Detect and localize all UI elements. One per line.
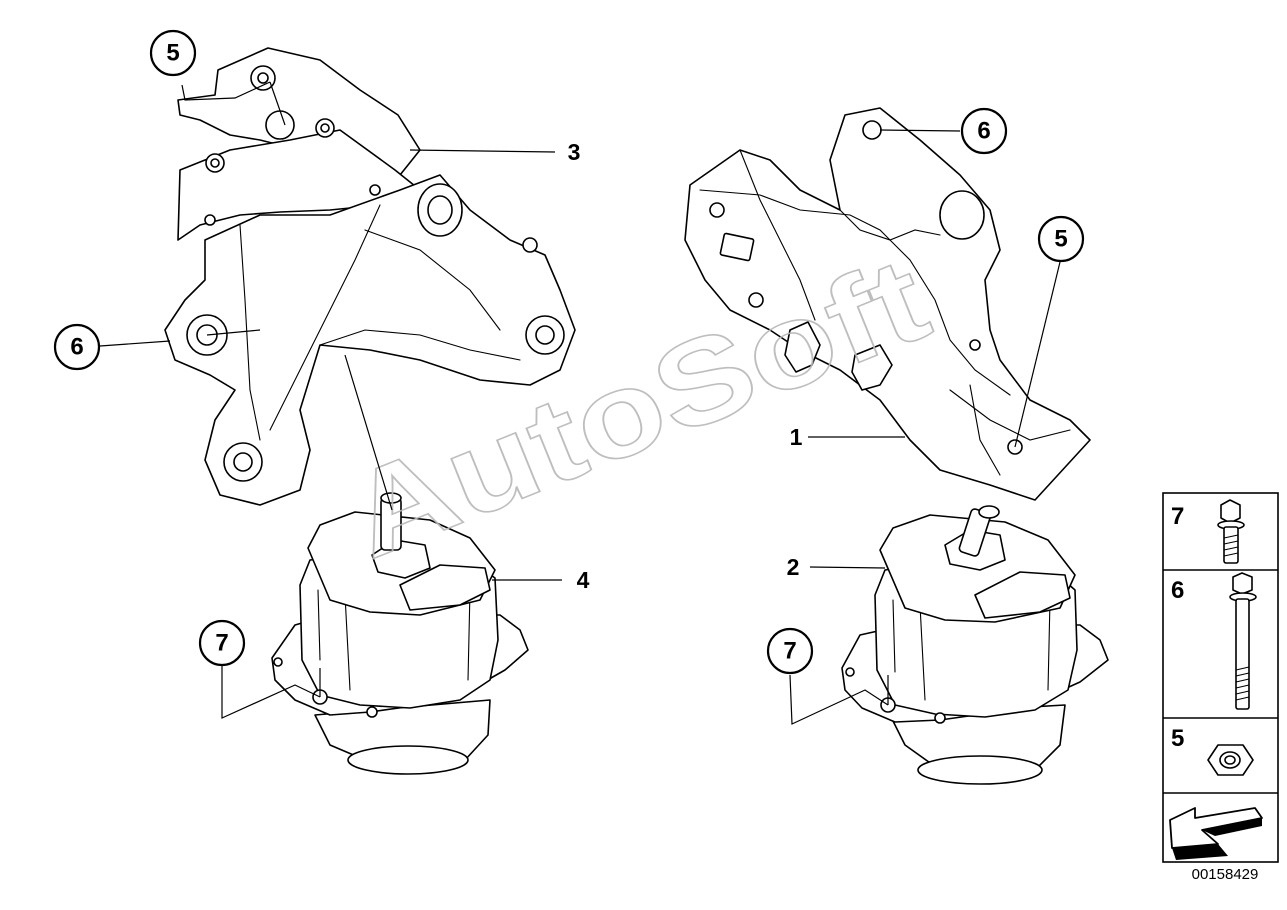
engine-mount-right [841,505,1109,785]
legend-label-5: 5 [1171,725,1184,752]
callout-6-left-label: 6 [70,334,83,361]
legend-label-6: 6 [1171,577,1184,604]
arrow-icon[interactable] [1169,807,1263,860]
callout-6-right-label: 6 [977,118,990,145]
fastener-legend: 7 6 5 [1162,492,1279,863]
callout-7-right: 7 [766,627,814,675]
legend-row-5: 5 [1171,725,1254,776]
engine-bracket-left [164,47,576,506]
hex-nut-icon [1207,744,1254,776]
part-label-3: 3 [568,139,581,165]
engine-mount-left [271,492,529,775]
callout-6-right: 6 [960,107,1008,155]
callout-7-right-label: 7 [783,638,796,665]
diagram-number: 00158429 [1191,866,1259,883]
engine-bracket-right [684,107,1091,501]
part-label-4: 4 [577,567,590,593]
callout-5-right: 5 [1037,215,1085,263]
callout-5-left: 5 [149,29,197,77]
legend-label-7: 7 [1171,503,1184,530]
legend-row-7: 7 [1171,499,1245,564]
callout-7-left-label: 7 [215,630,228,657]
callout-7-left: 7 [198,619,246,667]
flange-bolt-icon [1217,499,1245,564]
callout-6-left: 6 [53,323,101,371]
leader-lines [99,81,1061,725]
callout-5-left-label: 5 [166,40,179,67]
callout-5-right-label: 5 [1054,226,1067,253]
long-bolt-icon [1229,572,1257,710]
part-label-2: 2 [787,554,800,580]
legend-row-6: 6 [1171,572,1257,710]
part-label-1: 1 [790,424,803,450]
